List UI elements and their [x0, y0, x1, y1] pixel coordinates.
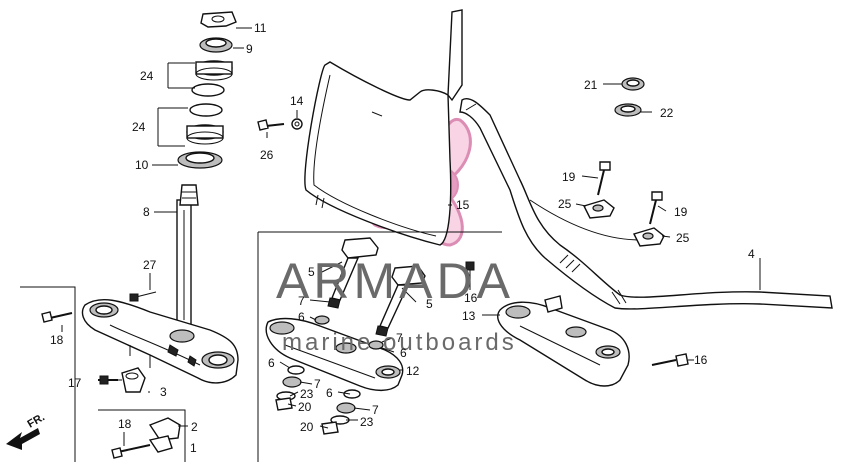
- callout-15: 15: [456, 198, 470, 212]
- leader-lines: [20, 27, 761, 462]
- callout-14: 14: [290, 94, 304, 108]
- callout-18-upper: 18: [50, 333, 64, 347]
- upper-holder-right: [633, 191, 665, 247]
- callout-26: 26: [260, 148, 274, 162]
- callout-1: 1: [190, 441, 197, 455]
- callout-5-right: 5: [426, 297, 433, 311]
- callout-22: 22: [660, 106, 674, 120]
- bolt-18-upper: [41, 311, 73, 323]
- callout-27: 27: [143, 258, 157, 272]
- callout-7-c: 7: [314, 377, 321, 391]
- callout-23-b: 23: [360, 415, 374, 429]
- callout-6-a: 6: [298, 310, 305, 324]
- callout-16-center: 16: [464, 291, 478, 305]
- callout-17: 17: [68, 376, 82, 390]
- seal-21: [621, 77, 645, 91]
- bar-holder-upper-right: [375, 265, 426, 337]
- callout-20-a: 20: [298, 400, 312, 414]
- callout-13: 13: [462, 309, 476, 323]
- callout-21: 21: [584, 78, 598, 92]
- callout-4: 4: [748, 247, 755, 261]
- upper-bearing-stack: [177, 11, 237, 169]
- callout-3: 3: [160, 385, 167, 399]
- callout-7-b: 7: [396, 331, 403, 345]
- watermark-brand: ARMADA: [276, 253, 514, 309]
- callout-2: 2: [191, 420, 198, 434]
- callout-12: 12: [406, 364, 420, 378]
- callout-25-right: 25: [676, 231, 690, 245]
- callout-25-left: 25: [558, 197, 572, 211]
- callout-18-lower: 18: [118, 417, 132, 431]
- callout-16-right: 16: [694, 353, 708, 367]
- bolt-16-right: [651, 353, 689, 367]
- damper-set-left: [275, 315, 330, 411]
- front-direction-label: FR.: [26, 411, 47, 430]
- bolt-16-center: [465, 261, 475, 282]
- callout-24-lower: 24: [132, 120, 146, 134]
- callout-7-a: 7: [298, 294, 305, 308]
- handlebar: [459, 98, 833, 310]
- upper-holder-left: [583, 161, 615, 219]
- callout-5-left: 5: [308, 265, 315, 279]
- callout-9: 9: [246, 42, 253, 56]
- front-direction-icon: FR.: [6, 411, 47, 450]
- callout-10: 10: [135, 158, 149, 172]
- callout-19-left: 19: [562, 170, 576, 184]
- callout-6-d: 6: [326, 386, 333, 400]
- cable-clamp: [111, 417, 181, 459]
- watermark-tagline: marine outboards: [282, 329, 517, 356]
- steering-stem: [176, 184, 199, 331]
- callout-7-d: 7: [372, 403, 379, 417]
- bolt-27: [129, 291, 157, 302]
- upper-triple-clamp: [265, 317, 404, 392]
- callout-19-right: 19: [674, 205, 688, 219]
- lower-triple-clamp: [81, 299, 239, 384]
- callout-23-a: 23: [300, 387, 314, 401]
- callout-11: 11: [254, 21, 267, 35]
- holder-3: [98, 367, 146, 393]
- damper-set-right: [321, 340, 384, 435]
- callout-20-b: 20: [300, 420, 314, 434]
- callout-24-upper: 24: [140, 69, 154, 83]
- bar-holder-upper-left: [327, 237, 379, 309]
- callout-6-b: 6: [400, 346, 407, 360]
- callout-6-c: 6: [268, 356, 275, 370]
- callout-8: 8: [143, 205, 150, 219]
- upper-clamp-right: [497, 295, 630, 387]
- seal-22: [614, 103, 642, 117]
- bolt-26: [257, 118, 303, 131]
- number-plate: [304, 9, 463, 246]
